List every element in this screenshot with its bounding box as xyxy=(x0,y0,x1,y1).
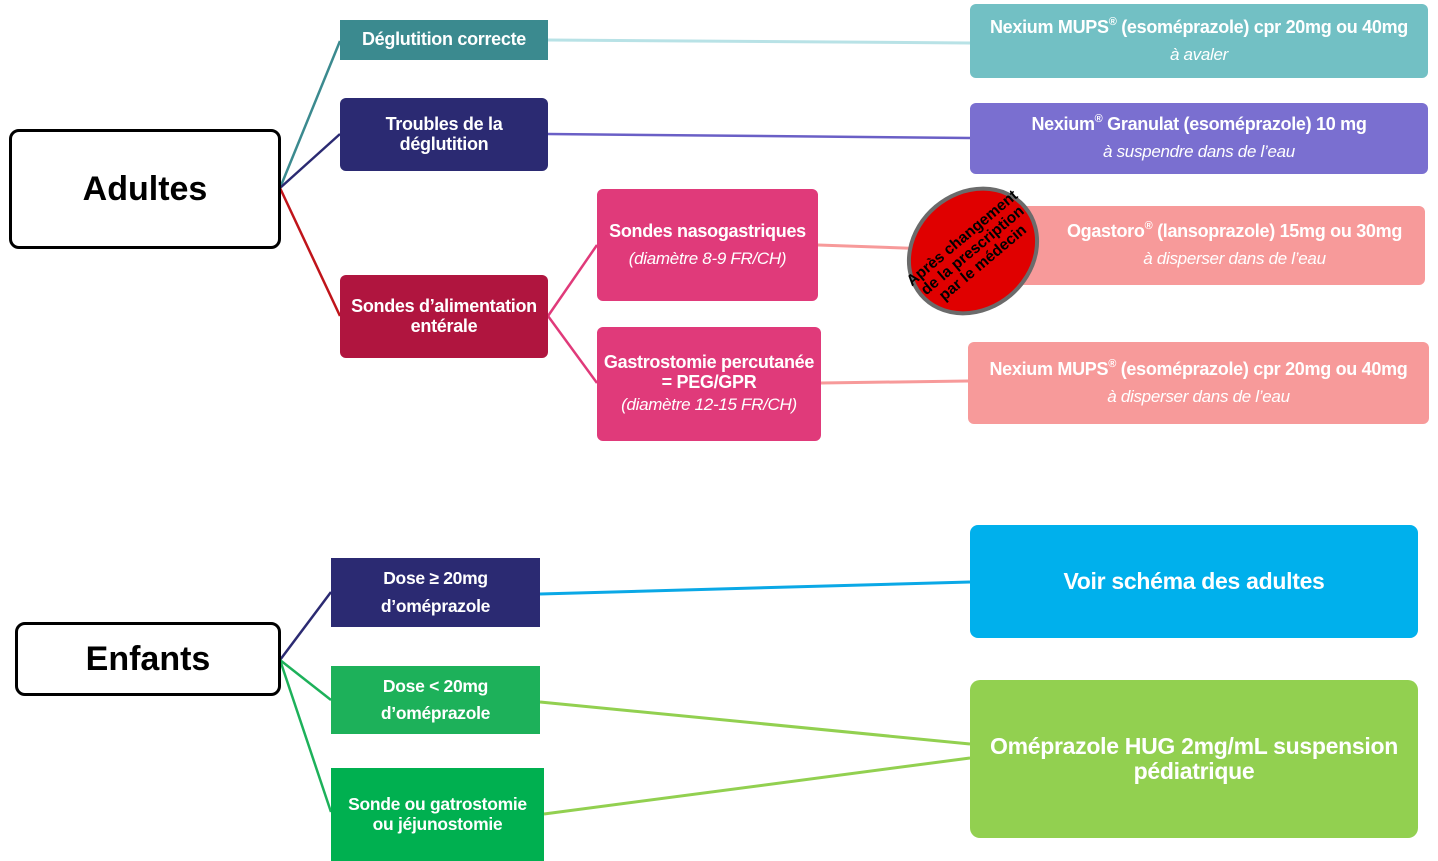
omeprazole-line1: Oméprazole HUG 2mg/mL suspension xyxy=(990,732,1398,759)
enfants-root-box: Enfants xyxy=(15,622,281,696)
dose-lt-20mg-box: Dose < 20mg d’oméprazole xyxy=(331,666,540,734)
out2-title: Nexium® Granulat (esoméprazole) 10 mg xyxy=(1031,113,1367,135)
out3-subtitle: à disperser dans de l’eau xyxy=(1143,249,1326,269)
out2-subtitle: à suspendre dans de l’eau xyxy=(1103,142,1295,162)
out4-subtitle: à disperser dans de l’eau xyxy=(1107,386,1290,406)
prescription-change-stamp: Après changement de la prescription par … xyxy=(896,183,1050,319)
out1-title: Nexium MUPS® (esoméprazole) cpr 20mg ou … xyxy=(989,15,1409,37)
omeprazole-line2: pédiatrique xyxy=(1133,758,1255,784)
sondes-label-line1: Sondes d’alimentation xyxy=(351,295,537,316)
connector-troubles-out2 xyxy=(547,132,971,140)
adultes-label: Adultes xyxy=(82,169,208,208)
connector-enfants-dose-lt xyxy=(279,659,332,701)
dose-ge-line1: Dose ≥ 20mg xyxy=(383,568,488,589)
adultes-root-box: Adultes xyxy=(9,129,281,249)
gastro-subtitle: (diamètre 12-15 FR/CH) xyxy=(621,395,797,415)
gastro-label-line2: = PEG/GPR xyxy=(661,371,757,392)
connector-adultes-deglutition xyxy=(278,40,342,189)
connector-adultes-troubles xyxy=(279,133,341,189)
troubles-deglutition-box: Troubles de la déglutition xyxy=(340,98,548,171)
connector-enfants-sonde xyxy=(278,659,333,813)
connector-gastro-out4 xyxy=(820,379,969,385)
gastrostomie-box: Gastrostomie percutanée = PEG/GPR (diamè… xyxy=(597,327,821,441)
connector-adultes-sondes xyxy=(278,187,342,317)
troubles-label-line1: Troubles de la xyxy=(385,113,503,134)
connector-enfants-dose-ge xyxy=(279,591,332,661)
connector-dose-lt-omep xyxy=(539,700,971,746)
gastro-label-line1: Gastrostomie percutanée xyxy=(603,351,815,372)
out4-title: Nexium MUPS® (esoméprazole) cpr 20mg ou … xyxy=(989,357,1408,379)
deglutition-correcte-label: Déglutition correcte xyxy=(361,29,527,50)
dose-lt-line1: Dose < 20mg xyxy=(382,675,489,696)
connector-sondes-naso xyxy=(546,244,599,317)
enfants-label: Enfants xyxy=(85,639,211,678)
voir-schema-label: Voir schéma des adultes xyxy=(1063,567,1325,594)
nasogastriques-subtitle: (diamètre 8-9 FR/CH) xyxy=(628,248,787,268)
deglutition-correcte-box: Déglutition correcte xyxy=(340,20,548,60)
sonde-gastrostomie-box: Sonde ou gatrostomie ou jéjunostomie xyxy=(331,768,544,861)
out1-subtitle: à avaler xyxy=(1169,44,1229,64)
sondes-alimentation-box: Sondes d’alimentation entérale xyxy=(340,275,548,358)
connector-sondes-gastro xyxy=(546,315,599,384)
sondes-label-line2: entérale xyxy=(410,315,478,336)
sondes-nasogastriques-box: Sondes nasogastriques (diamètre 8-9 FR/C… xyxy=(597,189,818,301)
connector-deglutition-out1 xyxy=(547,38,971,45)
voir-schema-adultes-box: Voir schéma des adultes xyxy=(970,525,1418,638)
nexium-mups-disperser-box: Nexium MUPS® (esoméprazole) cpr 20mg ou … xyxy=(968,342,1429,424)
out3-title: Ogastoro® (lansoprazole) 15mg ou 30mg xyxy=(1066,220,1403,242)
stamp-oval-shape xyxy=(906,186,1040,316)
sonde-line1: Sonde ou gatrostomie xyxy=(348,794,527,815)
nasogastriques-title: Sondes nasogastriques xyxy=(609,220,806,241)
connector-dose-ge-voir xyxy=(539,580,971,596)
connector-sonde-omep xyxy=(543,756,971,816)
nexium-mups-avaler-box: Nexium MUPS® (esoméprazole) cpr 20mg ou … xyxy=(970,4,1428,78)
dose-ge-20mg-box: Dose ≥ 20mg d’oméprazole xyxy=(331,558,540,627)
omeprazole-hug-box: Oméprazole HUG 2mg/mL suspension pédiatr… xyxy=(970,680,1418,838)
troubles-label-line2: déglutition xyxy=(399,133,489,154)
nexium-granulat-box: Nexium® Granulat (esoméprazole) 10 mg à … xyxy=(970,103,1428,174)
dose-ge-line2: d’oméprazole xyxy=(380,595,491,616)
sonde-line2: ou jéjunostomie xyxy=(372,813,503,834)
dose-lt-line2: d’oméprazole xyxy=(380,703,491,723)
